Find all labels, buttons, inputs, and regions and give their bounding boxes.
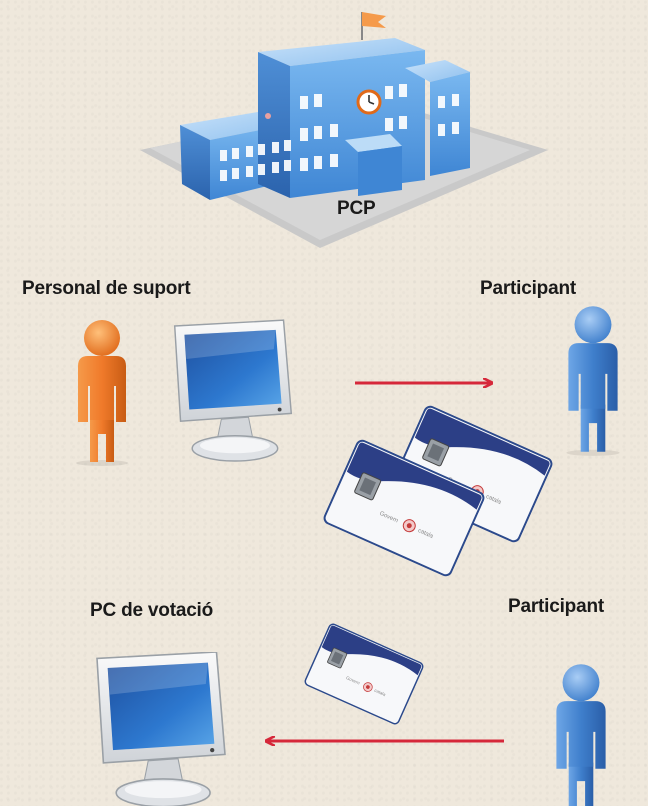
participant-top-icon bbox=[566, 306, 620, 456]
flag-icon bbox=[362, 12, 386, 28]
support-monitor-icon bbox=[173, 319, 293, 462]
smart-card-icon bbox=[303, 622, 425, 726]
support-person-icon bbox=[76, 320, 128, 466]
support-staff-label: Personal de suport bbox=[22, 278, 191, 299]
participant-bottom-label: Participant bbox=[508, 596, 604, 617]
participant-bottom-icon bbox=[554, 664, 608, 806]
building-label: PCP bbox=[337, 198, 376, 219]
voting-monitor-icon bbox=[96, 652, 226, 806]
voting-pc-label: PC de votació bbox=[90, 600, 214, 621]
participant-top-label: Participant bbox=[480, 278, 576, 299]
school-building-icon bbox=[140, 12, 548, 248]
